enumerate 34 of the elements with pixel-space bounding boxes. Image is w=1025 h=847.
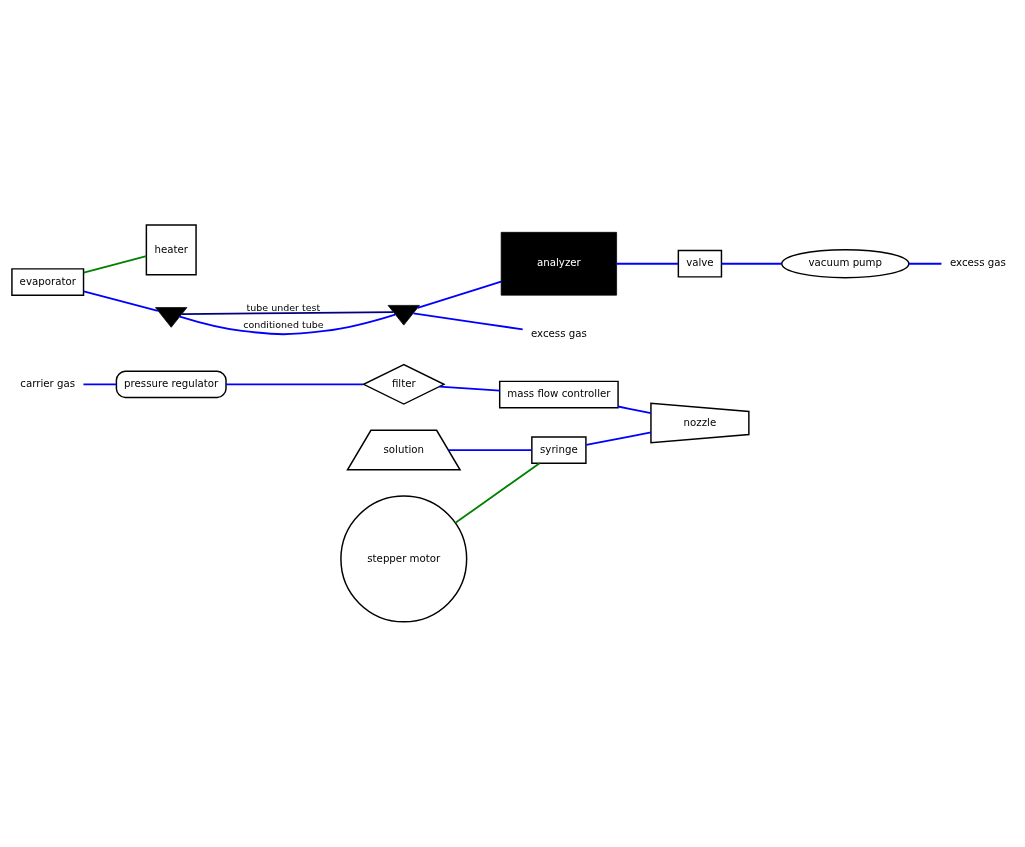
connector <box>82 290 159 312</box>
edge-label: tube under test <box>246 301 320 313</box>
node-box: analyzer <box>500 231 617 296</box>
node-box: mass flow controller <box>498 380 619 409</box>
connector <box>224 383 364 386</box>
connector <box>447 449 533 451</box>
node-box: evaporator <box>10 268 84 296</box>
node-text: excess gas <box>530 328 587 340</box>
connector <box>416 280 502 309</box>
connector <box>437 385 501 392</box>
node-box: pressure regulator <box>115 370 227 399</box>
edge-label: conditioned tube <box>242 319 324 331</box>
connector <box>82 255 147 274</box>
connector <box>720 262 782 265</box>
connector <box>178 313 396 336</box>
node-box: syringe <box>530 436 587 464</box>
node-ellipse: vacuum pump <box>780 249 910 279</box>
connector <box>584 431 652 446</box>
connector <box>412 312 524 331</box>
connector <box>454 462 540 524</box>
connector <box>180 311 394 315</box>
connector <box>616 405 652 415</box>
node-box: valve <box>677 249 722 278</box>
node-valve <box>387 305 420 326</box>
connector <box>615 262 679 265</box>
connector <box>907 262 942 265</box>
node-box: heater <box>145 224 197 276</box>
node-text: excess gas <box>949 257 1006 269</box>
node-circle: stepper motor <box>339 495 467 623</box>
node-diamond: filter <box>361 363 446 405</box>
connector <box>82 383 117 386</box>
node-box: nozzle <box>649 402 750 444</box>
node-valve <box>154 307 187 328</box>
node-text: carrier gas <box>19 378 75 390</box>
